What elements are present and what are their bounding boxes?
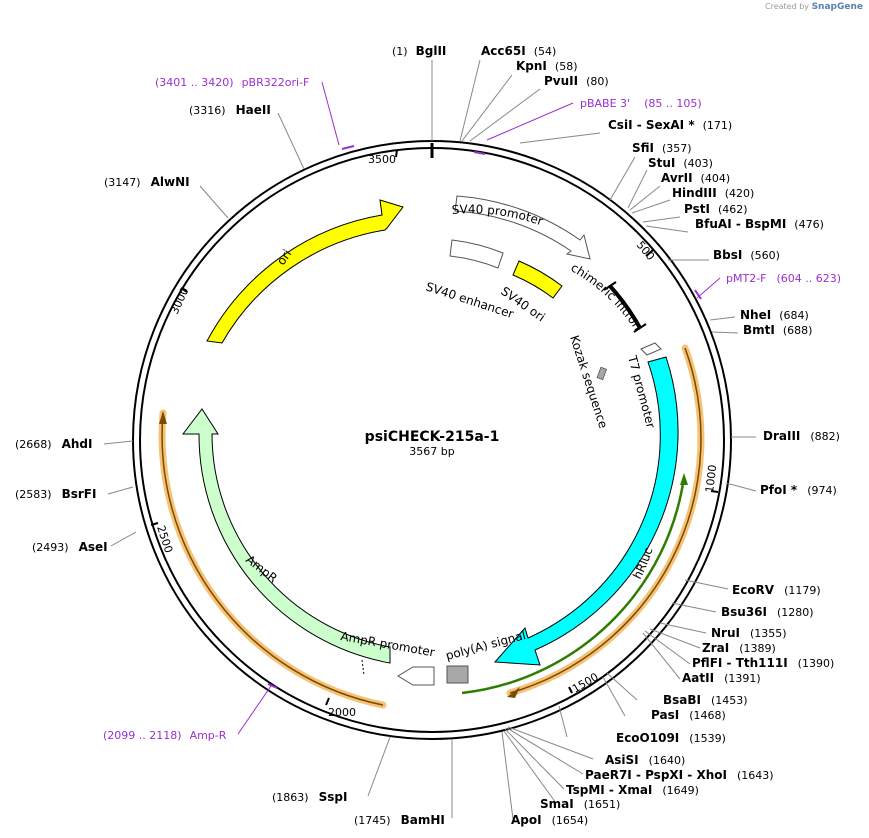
site-hindiii: HindIII(420) bbox=[672, 186, 754, 200]
tick-500: 500 bbox=[634, 239, 657, 263]
green-track bbox=[461, 476, 686, 695]
site-sfii: SfiI(357) bbox=[632, 141, 692, 155]
orf-arrow-ampr bbox=[159, 411, 167, 424]
site-bglii: (1)BglII bbox=[392, 44, 446, 58]
primer-pmt2-f: pMT2-F(604 .. 623) bbox=[726, 272, 841, 285]
feature-kozak bbox=[596, 366, 608, 381]
site-pasi: PasI(1468) bbox=[651, 708, 726, 722]
site-zrai: ZraI(1389) bbox=[702, 641, 776, 655]
tick-1500: 1500 bbox=[570, 670, 601, 695]
orf-track-hrluc-line bbox=[509, 347, 702, 694]
site-sspi: (1863)SspI bbox=[272, 790, 347, 804]
site-draiii: DraIII(882) bbox=[763, 429, 840, 443]
feature-chimeric-intron bbox=[608, 284, 642, 329]
primer-marks bbox=[267, 145, 702, 689]
site-bsabi: BsaBI(1453) bbox=[663, 693, 748, 707]
plasmid-length: 3567 bp bbox=[409, 445, 454, 458]
primer-amp-r: (2099 .. 2118)Amp-R bbox=[103, 729, 227, 742]
primer-pbabe3: pBABE 3'(85 .. 105) bbox=[580, 97, 702, 110]
site-pflfi-tth111i: PflFI - Tth111I(1390) bbox=[692, 656, 834, 670]
site-bfuai-bspmi: BfuAI - BspMI(476) bbox=[695, 217, 824, 231]
orf-track-ampr-line bbox=[161, 412, 384, 706]
ampr-dotted-divider bbox=[361, 659, 365, 676]
snapgene-credit: Created by SnapGene bbox=[765, 2, 863, 12]
site-kpni: KpnI(58) bbox=[516, 59, 578, 73]
chimeric-intron-end-b bbox=[633, 323, 647, 333]
feature-sv40-ori bbox=[512, 260, 563, 299]
label-chimeric-intron: chimeric intron bbox=[569, 260, 645, 332]
primer-labels: (3401 .. 3420)pBR322ori-F pBABE 3'(85 ..… bbox=[103, 76, 841, 742]
tick-2000: 2000 bbox=[328, 706, 356, 719]
site-ecoo109i: EcoO109I(1539) bbox=[616, 731, 726, 745]
chimeric-intron-end-a bbox=[603, 281, 617, 291]
site-apoi: ApoI(1654) bbox=[511, 813, 588, 827]
plasmid-name: psiCHECK-215a-1 bbox=[365, 429, 500, 445]
site-tspmi-xmai: TspMI - XmaI(1649) bbox=[566, 783, 699, 797]
site-asei: (2493)AseI bbox=[32, 540, 108, 554]
leader-lines bbox=[103, 59, 757, 820]
site-bmti: BmtI(688) bbox=[743, 323, 812, 337]
site-nhei: NheI(684) bbox=[740, 308, 809, 322]
site-pvuii: PvuII(80) bbox=[544, 74, 609, 88]
site-ecorv: EcoRV(1179) bbox=[732, 583, 821, 597]
site-acc65i: Acc65I(54) bbox=[481, 44, 556, 58]
tick-1000: 1000 bbox=[703, 464, 719, 493]
orf-track-ampr bbox=[158, 409, 387, 709]
label-kozak: Kozak sequence bbox=[567, 334, 610, 430]
site-bsrfi: (2583)BsrFI bbox=[15, 487, 96, 501]
tick-3500: 3500 bbox=[368, 153, 396, 166]
site-smai: SmaI(1651) bbox=[540, 797, 620, 811]
site-bbsi: BbsI(560) bbox=[713, 248, 780, 262]
site-psti: PstI(462) bbox=[684, 202, 748, 216]
tick-3000: 3000 bbox=[168, 285, 192, 316]
feature-polya bbox=[446, 665, 469, 684]
site-pfoi: PfoI *(974) bbox=[760, 483, 837, 497]
site-stui: StuI(403) bbox=[648, 156, 713, 170]
site-ahdi: (2668)AhdI bbox=[15, 437, 92, 451]
feature-ampr-promoter bbox=[397, 666, 435, 686]
label-sv40-enhancer: SV40 enhancer bbox=[424, 280, 515, 322]
feature-sv40-enhancer bbox=[449, 239, 504, 269]
site-asisi: AsiSI(1640) bbox=[605, 753, 685, 767]
site-paer7i-pspxi-xhoi: PaeR7I - PspXI - XhoI(1643) bbox=[585, 768, 774, 782]
site-alwni: (3147)AlwNI bbox=[104, 175, 190, 189]
primer-leader-lines bbox=[237, 81, 721, 735]
feature-hrluc bbox=[493, 356, 679, 666]
primer-pbr322ori-f: (3401 .. 3420)pBR322ori-F bbox=[155, 76, 309, 89]
site-aatii: AatII(1391) bbox=[682, 671, 761, 685]
site-nrui: NruI(1355) bbox=[711, 626, 787, 640]
feature-sv40-promoter bbox=[454, 195, 591, 260]
site-csii-sexai: CsiI - SexAI *(171) bbox=[608, 118, 732, 132]
site-bsu36i: Bsu36I(1280) bbox=[721, 605, 814, 619]
feature-ampr bbox=[181, 408, 391, 664]
site-haeii: (3316)HaeII bbox=[189, 103, 271, 117]
restriction-sites: (1)BglII Acc65I(54) KpnI(58) PvuII(80) C… bbox=[15, 44, 840, 827]
feature-t7-promoter bbox=[640, 342, 662, 356]
label-sv40-promoter: SV40 promoter bbox=[451, 202, 545, 228]
credit-text: Created by bbox=[765, 2, 810, 11]
site-bamhi: (1745)BamHI bbox=[354, 813, 445, 827]
feature-ori bbox=[206, 199, 404, 344]
snapgene-logo-text: SnapGene bbox=[811, 2, 863, 12]
orf-arrow-hrluc bbox=[507, 687, 520, 698]
green-track-arrow bbox=[680, 473, 688, 485]
site-avrii: AvrII(404) bbox=[661, 171, 730, 185]
